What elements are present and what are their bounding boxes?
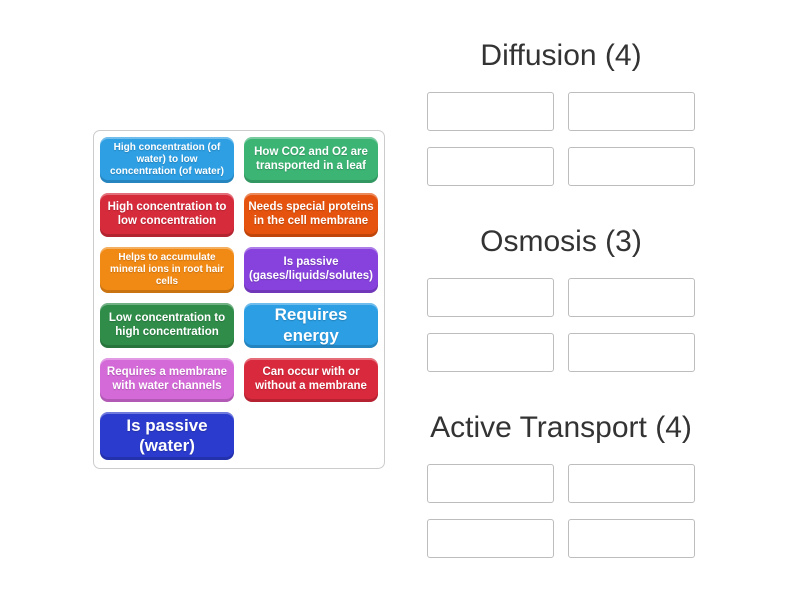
- drop-slot[interactable]: [427, 92, 554, 131]
- draggable-tile[interactable]: High concentration (of water) to low con…: [100, 137, 234, 183]
- draggable-tile[interactable]: Is passive (water): [100, 412, 234, 460]
- draggable-tile[interactable]: Helps to accumulate mineral ions in root…: [100, 247, 234, 293]
- tile-label: High concentration to low concentration: [107, 201, 227, 227]
- tile-label: Requires energy: [274, 305, 348, 345]
- tile-pool: High concentration (of water) to low con…: [100, 137, 378, 460]
- draggable-tile[interactable]: How CO2 and O2 are transported in a leaf: [244, 137, 378, 183]
- tile-label: Low concentration to high concentration: [108, 311, 226, 338]
- group-title-osmosis: Osmosis (3): [480, 225, 642, 258]
- drop-slot[interactable]: [568, 147, 695, 186]
- group-diffusion: Diffusion (4): [427, 36, 695, 186]
- group-title-diffusion: Diffusion (4): [480, 39, 642, 72]
- group-osmosis: Osmosis (3): [427, 222, 695, 372]
- draggable-tile[interactable]: Is passive (gases/liquids/solutes): [244, 247, 378, 293]
- draggable-tile[interactable]: Requires a membrane with water channels: [100, 358, 234, 402]
- slots-active-transport: [427, 464, 695, 558]
- tile-label: Is passive (water): [126, 415, 208, 455]
- drop-slot[interactable]: [427, 333, 554, 372]
- group-title-active-transport: Active Transport (4): [430, 411, 692, 444]
- drop-slot[interactable]: [427, 278, 554, 317]
- draggable-tile[interactable]: Requires energy: [244, 303, 378, 348]
- tile-label: High concentration (of water) to low con…: [110, 142, 224, 177]
- draggable-tile[interactable]: Can occur with or without a membrane: [244, 358, 378, 402]
- group-active-transport: Active Transport (4): [427, 408, 695, 558]
- drop-slot[interactable]: [427, 519, 554, 558]
- tile-label: How CO2 and O2 are transported in a leaf: [254, 146, 368, 172]
- tile-label: Is passive (gases/liquids/solutes): [249, 256, 373, 282]
- tile-pool-panel: High concentration (of water) to low con…: [93, 130, 385, 469]
- drop-slot[interactable]: [427, 464, 554, 503]
- slots-osmosis: [427, 278, 695, 372]
- draggable-tile[interactable]: Needs special proteins in the cell membr…: [244, 193, 378, 237]
- tile-label: Needs special proteins in the cell membr…: [248, 201, 374, 227]
- draggable-tile[interactable]: Low concentration to high concentration: [100, 303, 234, 348]
- tile-label: Can occur with or without a membrane: [255, 366, 367, 392]
- drop-slot[interactable]: [427, 147, 554, 186]
- drop-slot[interactable]: [568, 464, 695, 503]
- slots-diffusion: [427, 92, 695, 186]
- drop-slot[interactable]: [568, 333, 695, 372]
- draggable-tile[interactable]: High concentration to low concentration: [100, 193, 234, 237]
- drop-slot[interactable]: [568, 92, 695, 131]
- tile-label: Requires a membrane with water channels: [106, 366, 228, 392]
- tile-label: Helps to accumulate mineral ions in root…: [110, 252, 224, 287]
- drop-slot[interactable]: [568, 519, 695, 558]
- drop-slot[interactable]: [568, 278, 695, 317]
